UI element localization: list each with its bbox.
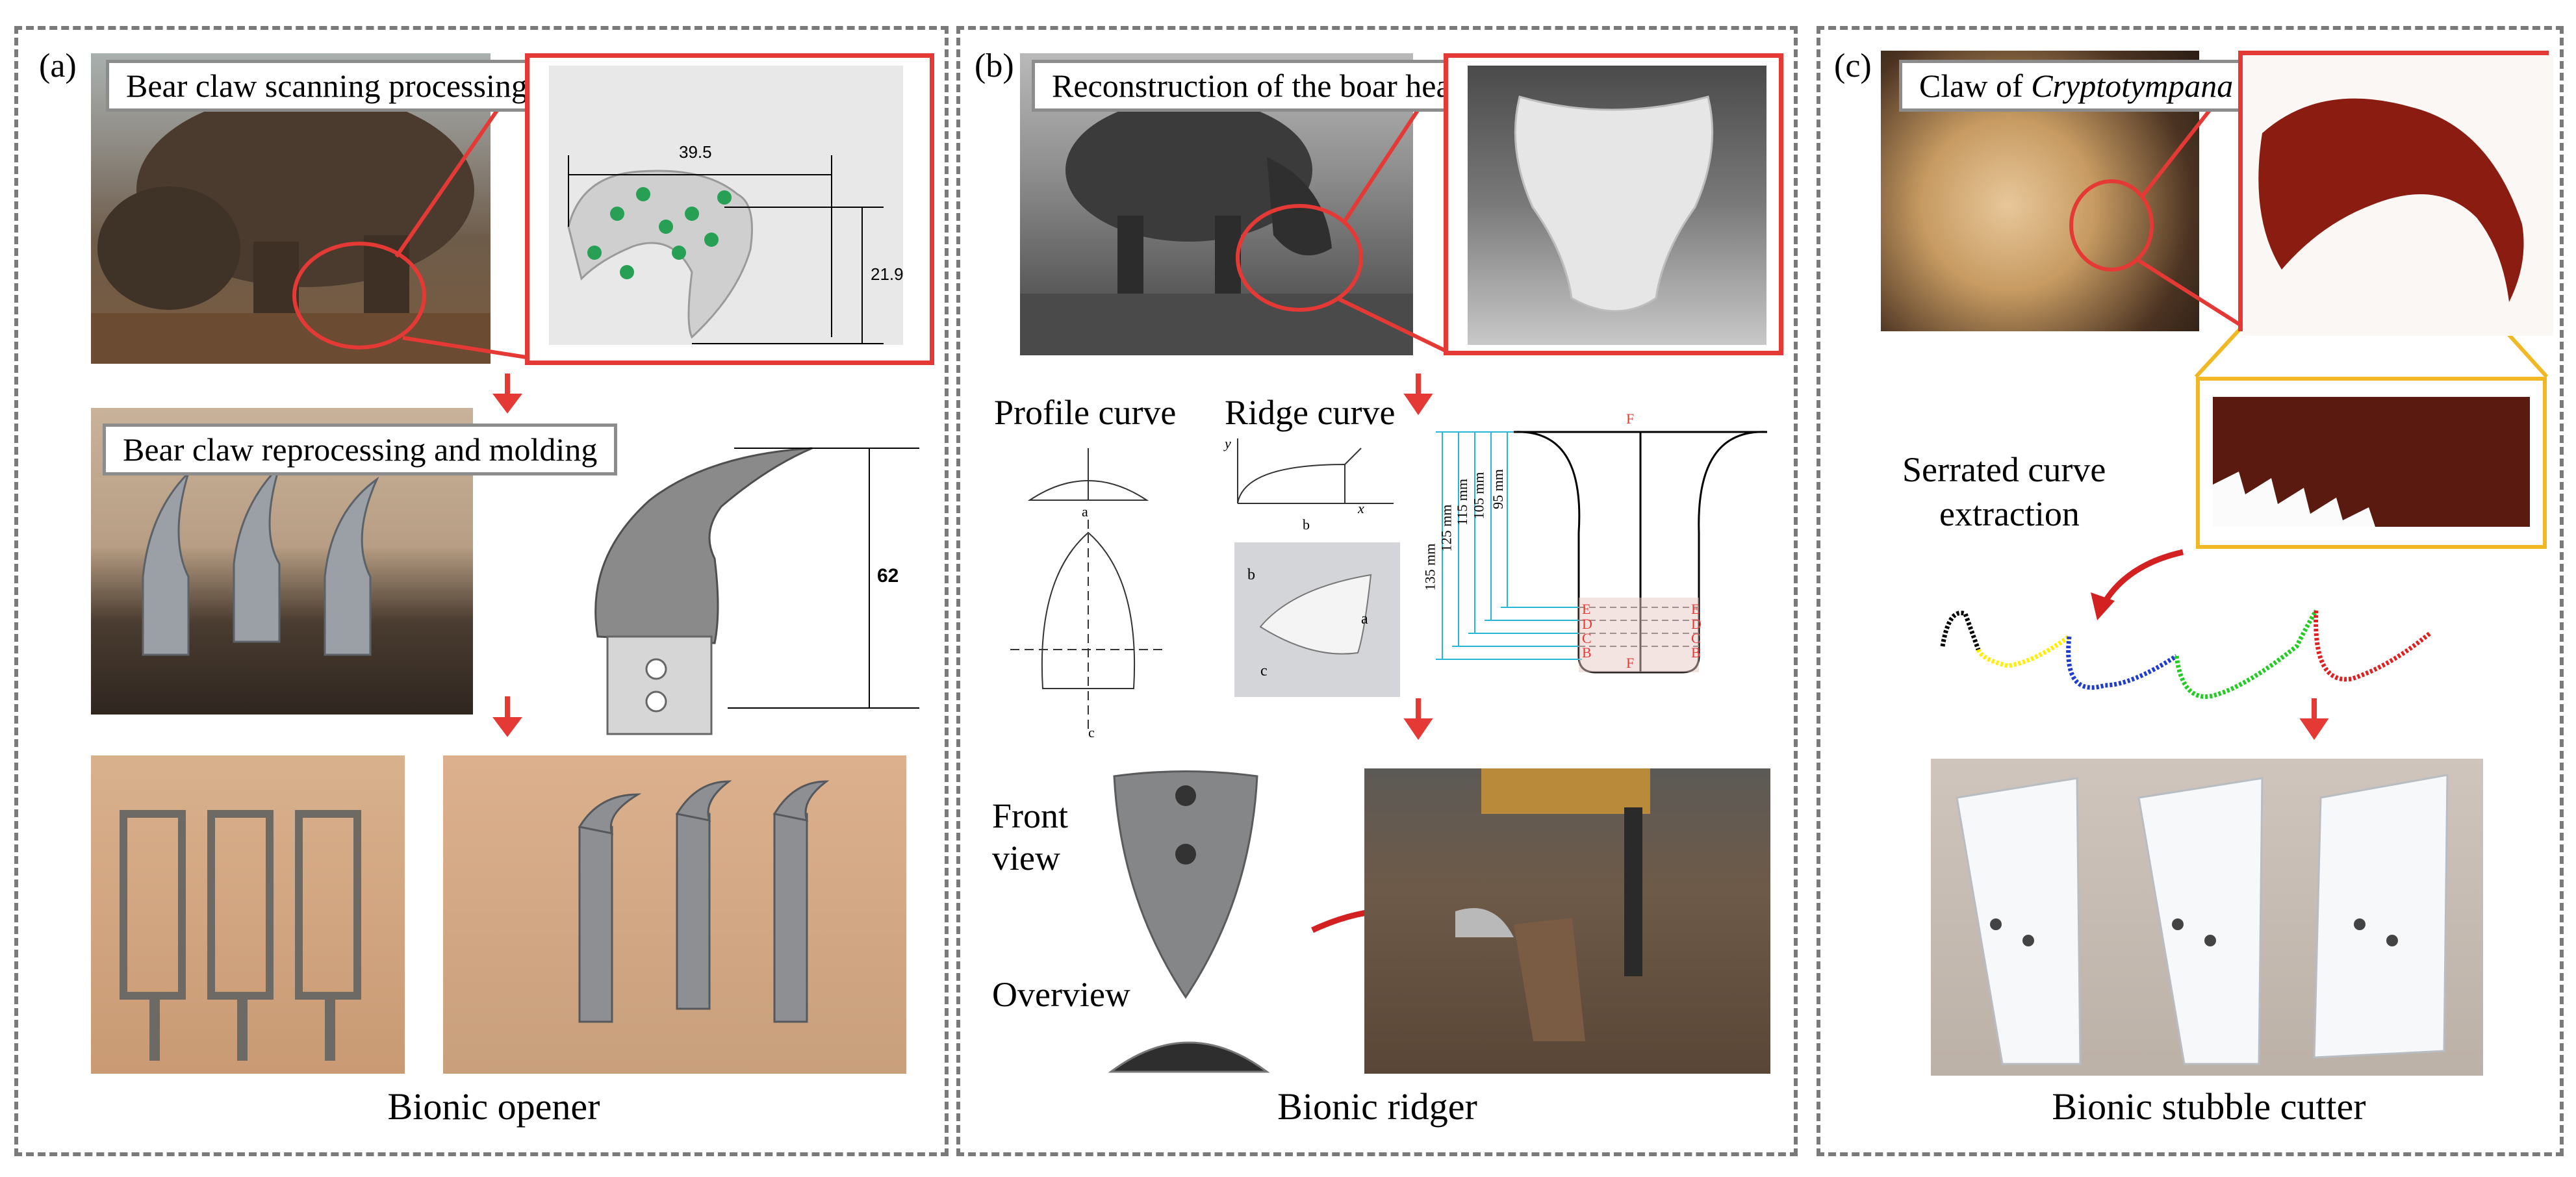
serrated-zoom-box bbox=[2196, 377, 2547, 549]
panel-c bbox=[1817, 26, 2564, 1156]
overview-label: Overview bbox=[992, 975, 1130, 1014]
profile-letter-c: c bbox=[1088, 724, 1095, 740]
stubble-cutter-caption: Bionic stubble cutter bbox=[2052, 1085, 2366, 1128]
serrated-edge-closeup bbox=[2213, 397, 2530, 527]
panel-c-label: (c) bbox=[1834, 47, 1872, 84]
section-right-letter-e: E bbox=[1691, 601, 1700, 617]
stubble-cutter-blades bbox=[1956, 774, 2449, 1065]
opener-photo-2 bbox=[443, 755, 906, 1074]
nymph-claw-shape bbox=[2243, 55, 2553, 336]
model-letter-a: a bbox=[1361, 611, 1368, 627]
boar-silhouette bbox=[1020, 99, 1413, 355]
profile-curve-label: Profile curve bbox=[994, 393, 1177, 432]
cross-section-drawing bbox=[1436, 431, 1768, 674]
ridge-letter-x: x bbox=[1358, 500, 1364, 516]
ridge-curve-drawing bbox=[1237, 438, 1394, 504]
ridger-caption: Bionic ridger bbox=[1277, 1085, 1477, 1128]
section-left-letter-e: E bbox=[1582, 601, 1591, 617]
scan-detail-box: 39.5 21.9 bbox=[525, 53, 934, 365]
serrated-extraction-line1: Serrated curve bbox=[1902, 450, 2106, 489]
scan-width-dimension: 39.5 bbox=[679, 142, 712, 162]
section-left-letter-c: C bbox=[1582, 630, 1592, 646]
boar-head-model-box bbox=[1444, 53, 1783, 355]
panel-a bbox=[14, 26, 949, 1156]
molding-title: Bear claw reprocessing and molding bbox=[103, 424, 618, 475]
stubble-cutter-photo bbox=[1931, 759, 2483, 1076]
section-top-letter: F bbox=[1626, 411, 1635, 427]
section-right-letter-c: C bbox=[1691, 630, 1701, 646]
claw-total-dimension: 62 bbox=[877, 565, 899, 587]
scanned-claw-drawing bbox=[567, 155, 884, 344]
cad-claw-drawing bbox=[594, 447, 919, 735]
model-letter-c: c bbox=[1260, 663, 1268, 679]
section-right-letter-d: D bbox=[1691, 616, 1702, 632]
boar-head-title: Reconstruction of the boar head bbox=[1032, 60, 1487, 112]
serrated-extraction-line2: extraction bbox=[1939, 494, 2080, 533]
ridger-field-shapes bbox=[1455, 768, 1650, 1041]
nymph-claw-box bbox=[2238, 51, 2553, 336]
ridge-curve-label: Ridge curve bbox=[1225, 393, 1396, 432]
bear-silhouette bbox=[91, 92, 491, 364]
opener-photo-1 bbox=[91, 755, 405, 1074]
profile-curve-drawing bbox=[1010, 448, 1166, 734]
ridger-field-photo bbox=[1364, 768, 1770, 1074]
boar-head-shape bbox=[1514, 95, 1714, 312]
ridger-front-view bbox=[1113, 770, 1258, 999]
opener-frames-1 bbox=[120, 810, 361, 1061]
ridge-letter-b: b bbox=[1303, 516, 1310, 533]
section-left-letter-b: B bbox=[1582, 644, 1592, 661]
panel-b-label: (b) bbox=[975, 47, 1014, 84]
scan-height-dimension: 21.9 bbox=[871, 264, 904, 284]
section-right-letter-b: B bbox=[1691, 644, 1701, 661]
serrated-curves-plot bbox=[1940, 609, 2432, 699]
opener-frames-2 bbox=[578, 780, 830, 1023]
front-view-label-line1: Front bbox=[992, 796, 1069, 835]
panel-b bbox=[956, 26, 1798, 1156]
ridge-3d-shape bbox=[1259, 574, 1372, 655]
profile-letter-a: a bbox=[1082, 503, 1088, 520]
nymph-title-prefix: Claw of bbox=[1919, 68, 2032, 104]
bear-scan-title: Bear claw scanning processing bbox=[106, 60, 548, 112]
opener-caption: Bionic opener bbox=[387, 1085, 600, 1128]
ridger-overview bbox=[1108, 1041, 1270, 1073]
molded-claws-shapes bbox=[142, 465, 379, 656]
section-left-letter-d: D bbox=[1582, 616, 1592, 632]
section-bottom-letter: F bbox=[1626, 655, 1635, 671]
panel-a-label: (a) bbox=[39, 47, 77, 84]
model-letter-b: b bbox=[1247, 566, 1255, 583]
ridge-letter-y: y bbox=[1225, 435, 1231, 451]
front-view-label-line2: view bbox=[992, 839, 1060, 878]
